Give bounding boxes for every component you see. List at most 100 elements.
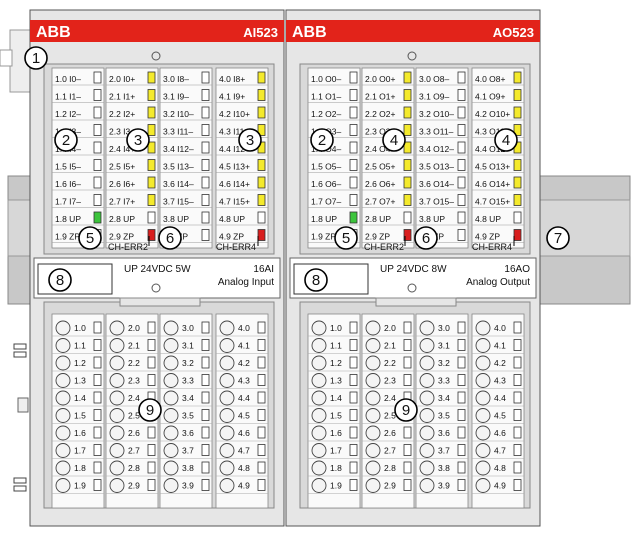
terminal-screw	[163, 373, 179, 388]
terminal-number: 4.5	[494, 411, 506, 421]
status-led	[513, 211, 522, 224]
terminal-slot	[457, 339, 466, 351]
status-led	[349, 211, 358, 224]
terminal-screw	[109, 338, 125, 353]
callout-3: 3	[238, 128, 262, 152]
status-led	[403, 71, 412, 84]
terminal-screw	[311, 425, 327, 441]
terminal-label: 4.5 O13+	[475, 162, 510, 172]
status-led	[349, 194, 358, 206]
terminal-number: 4.1	[494, 341, 506, 351]
terminal-number: 3.8	[438, 463, 450, 473]
status-led	[349, 176, 358, 189]
terminal-slot	[93, 444, 102, 456]
callout-circle	[334, 226, 358, 250]
terminal-slot	[257, 426, 266, 439]
ch-err-label: CH-ERR4	[216, 242, 256, 252]
callout-9: 9	[394, 398, 418, 422]
terminal-number: 2.4	[384, 393, 396, 403]
status-led	[513, 194, 522, 206]
terminal-screw	[311, 443, 327, 458]
status-led	[349, 159, 358, 171]
callout-number: 2	[62, 132, 70, 149]
terminal-label: 3.5 O13–	[419, 162, 454, 172]
status-led	[457, 141, 466, 154]
terminal-label: 4.6 O14+	[475, 179, 510, 189]
callout-4: 4	[494, 128, 518, 152]
terminal-screw	[219, 408, 235, 423]
terminal-number: 1.0	[330, 323, 342, 333]
callout-circle	[78, 226, 102, 250]
status-led	[403, 194, 412, 206]
callout-number: 9	[146, 402, 154, 419]
terminal-clip	[119, 297, 201, 307]
terminal-slot	[257, 444, 266, 456]
ch-err-label: CH-ERR2	[364, 242, 404, 252]
terminal-slot	[257, 479, 266, 491]
terminal-slot	[457, 444, 466, 456]
terminal-number: 1.8	[330, 463, 342, 473]
status-led	[93, 176, 102, 189]
terminal-slot	[93, 391, 102, 404]
terminal-label: 2.5 I5+	[109, 162, 135, 172]
edge-clip	[13, 477, 27, 484]
callout-2: 2	[54, 128, 78, 152]
terminal-screw	[219, 425, 235, 441]
status-led	[201, 89, 210, 101]
terminal-number: 1.0	[74, 323, 86, 333]
terminal-screw	[311, 338, 327, 353]
terminal-number: 3.4	[182, 393, 194, 403]
terminal-label: 1.0 O0–	[311, 74, 342, 84]
terminal-number: 4.2	[238, 358, 250, 368]
callout-number: 3	[246, 132, 254, 149]
terminal-number: 3.9	[182, 481, 194, 491]
callout-number: 8	[312, 272, 320, 289]
terminal-label: 2.5 O5+	[365, 162, 396, 172]
terminal-label: 2.3 I3+	[109, 127, 135, 137]
terminal-number: 1.6	[330, 428, 342, 438]
terminal-label: 2.6 O6+	[365, 179, 396, 189]
terminal-slot	[93, 321, 102, 334]
terminal-screw	[219, 320, 235, 336]
terminal-label: 1.9 ZP	[55, 232, 80, 242]
callout-2: 2	[310, 128, 334, 152]
terminal-screw	[163, 320, 179, 336]
terminal-label: 1.5 I5–	[55, 162, 81, 172]
terminal-number: 2.4	[128, 393, 140, 403]
status-led	[403, 211, 412, 224]
terminal-label: 3.2 O10–	[419, 109, 454, 119]
terminal-screw	[311, 460, 327, 476]
status-led	[93, 71, 102, 84]
terminal-label: 3.3 I11–	[163, 127, 193, 137]
callout-circle	[138, 398, 162, 422]
terminal-label: 3.5 I13–	[163, 162, 194, 172]
terminal-screw	[55, 408, 71, 423]
terminal-screw	[109, 425, 125, 441]
edge-clip	[13, 485, 27, 492]
terminal-screw	[475, 408, 491, 423]
terminal-slot	[403, 321, 412, 334]
module-header	[30, 20, 284, 42]
terminal-slot	[457, 461, 466, 474]
terminal-slot	[513, 426, 522, 439]
terminal-slot	[349, 374, 358, 386]
terminal-number: 3.1	[182, 341, 194, 351]
callout-number: 4	[502, 132, 510, 149]
terminal-label: 2.4 I4+	[109, 144, 135, 154]
terminal-screw	[365, 390, 381, 406]
terminal-screw	[475, 390, 491, 406]
terminal-slot	[147, 321, 156, 334]
callout-circle	[414, 226, 438, 250]
status-led	[93, 106, 102, 119]
terminal-screw	[475, 425, 491, 441]
terminal-slot	[93, 409, 102, 421]
terminal-slot	[201, 391, 210, 404]
terminal-label: 1.0 I0–	[55, 74, 81, 84]
terminal-slot	[513, 321, 522, 334]
terminal-number: 4.3	[238, 376, 250, 386]
terminal-slot	[349, 444, 358, 456]
terminal-slot	[513, 479, 522, 491]
terminal-slot	[513, 339, 522, 351]
status-led	[513, 89, 522, 101]
